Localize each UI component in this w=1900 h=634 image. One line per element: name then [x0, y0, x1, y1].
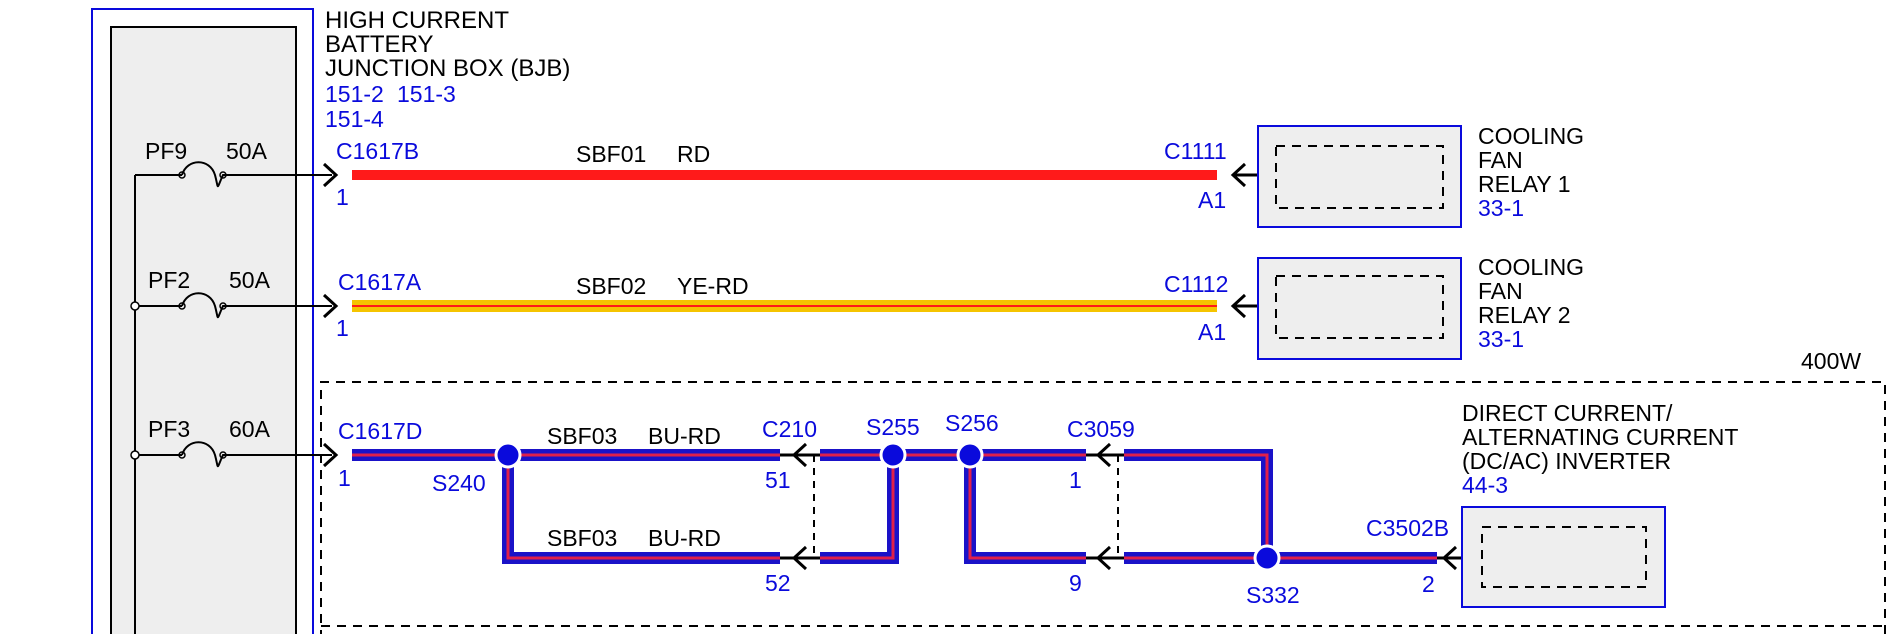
inverter-inner: [1481, 526, 1647, 588]
connector-c3059-pin-upper: 1: [1069, 467, 1082, 493]
connector-c210-label[interactable]: C210: [762, 416, 817, 442]
connector-c1617b-pin: 1: [336, 184, 349, 210]
c3059-upper-arrow: [1086, 442, 1124, 468]
inverter-page-ref[interactable]: 44-3: [1462, 472, 1508, 498]
splice-s256[interactable]: [956, 441, 984, 469]
inline-connector-links: [813, 455, 1119, 558]
bjb-title-line3: JUNCTION BOX (BJB): [325, 55, 570, 82]
splice-s256-label: S256: [945, 410, 999, 436]
fuse-pf3: PF3 60A: [130, 416, 332, 468]
relay-2-inner: [1275, 275, 1444, 339]
wire-sbf03-upper-color: BU-RD: [648, 423, 721, 449]
inverter-title-line2: ALTERNATING CURRENT: [1462, 424, 1738, 450]
bjb-title-line1: HIGH CURRENT: [325, 7, 509, 34]
c1617d-arrow: [322, 442, 339, 468]
connector-c1617b-label[interactable]: C1617B: [336, 138, 419, 164]
option-region-label: 400W: [1801, 348, 1861, 374]
option-region-400w: 400W: [320, 348, 1886, 634]
connector-c1617d-pin: 1: [338, 465, 351, 491]
bjb-page-ref-1[interactable]: 151-2: [325, 81, 384, 107]
fuse-pf9-rating: 50A: [226, 138, 268, 164]
connector-c3502b-pin: 2: [1422, 571, 1435, 597]
option-region-border: [320, 381, 1886, 634]
relay-1-outer[interactable]: [1257, 125, 1462, 228]
connector-c3502b-label[interactable]: C3502B: [1366, 515, 1449, 541]
relay-2-title-line1: COOLING: [1478, 254, 1584, 280]
splice-s255[interactable]: [879, 441, 907, 469]
battery-junction-box: [91, 8, 314, 634]
fuse-pf9: PF9 50A: [135, 138, 332, 188]
splice-s332-label: S332: [1246, 582, 1300, 608]
circuit-sbf01[interactable]: C1617B 1 SBF01 RD C1111 A1: [336, 138, 1275, 213]
connector-c1617d-label[interactable]: C1617D: [338, 418, 422, 444]
fuse-pf3-name: PF3: [148, 416, 190, 442]
relay-1-page-ref[interactable]: 33-1: [1478, 195, 1524, 221]
cooling-fan-relay-2[interactable]: COOLING FAN RELAY 2 33-1: [1257, 254, 1584, 360]
circuit-sbf03[interactable]: [352, 449, 1437, 564]
relay-1-inner: [1275, 145, 1444, 209]
wire-sbf02-color: YE-RD: [677, 273, 749, 299]
wire-sbf03-upper-circuit: SBF03: [547, 423, 617, 449]
wire-sbf01-color: RD: [677, 141, 710, 167]
cooling-fan-relay-1[interactable]: COOLING FAN RELAY 1 33-1: [1257, 123, 1584, 228]
connector-c3059-label[interactable]: C3059: [1067, 416, 1135, 442]
bjb-title: HIGH CURRENT BATTERY JUNCTION BOX (BJB) …: [325, 7, 570, 132]
splice-s240-label: S240: [432, 470, 486, 496]
relay-2-page-ref[interactable]: 33-1: [1478, 326, 1524, 352]
relay-1-title-line2: FAN: [1478, 147, 1523, 173]
relay-2-outer[interactable]: [1257, 257, 1462, 360]
connector-c1112-pin: A1: [1198, 319, 1226, 345]
bjb-connector-arrows: [322, 162, 339, 468]
c1617a-arrow: [322, 293, 339, 319]
wire-sbf02-circuit: SBF02: [576, 273, 646, 299]
connector-c1112-label[interactable]: C1112: [1164, 271, 1228, 297]
bjb-inner-box: [110, 26, 297, 634]
circuit-sbf03-labels: C1617D 1 S240 SBF03 BU-RD SBF03 BU-RD C2…: [338, 410, 1449, 608]
connector-c1617a-label[interactable]: C1617A: [338, 269, 422, 295]
fuse-pf3-symbol: [135, 441, 332, 468]
bjb-page-ref-3[interactable]: 151-4: [325, 106, 384, 132]
fuse-pf9-name: PF9: [145, 138, 187, 164]
c1617b-arrow: [322, 162, 339, 188]
c210-upper-arrow: [780, 442, 820, 468]
dc-ac-inverter[interactable]: DIRECT CURRENT/ ALTERNATING CURRENT (DC/…: [1461, 400, 1738, 608]
connector-c1111-pin: A1: [1198, 187, 1226, 213]
relay-1-title-line3: RELAY 1: [1478, 171, 1570, 197]
wire-sbf03-lower-color: BU-RD: [648, 525, 721, 551]
inverter-title-line3: (DC/AC) INVERTER: [1462, 448, 1671, 474]
wire-sbf01-circuit: SBF01: [576, 141, 646, 167]
c210-lower-arrow: [780, 545, 820, 571]
splice-s332[interactable]: [1253, 544, 1281, 572]
bjb-page-ref-2[interactable]: 151-3: [397, 81, 456, 107]
fuse-pf2-symbol: [135, 292, 332, 319]
inverter-title-line1: DIRECT CURRENT/: [1462, 400, 1673, 426]
wire-sbf03-lower-circuit: SBF03: [547, 525, 617, 551]
inverter-outer[interactable]: [1461, 506, 1666, 608]
relay-2-title-line2: FAN: [1478, 278, 1523, 304]
fuse-pf2-rating: 50A: [229, 267, 271, 293]
connector-c210-pin-lower: 52: [765, 570, 791, 596]
splice-s255-label: S255: [866, 414, 920, 440]
wire-sbf01[interactable]: [352, 170, 1217, 180]
wire-sbf03-stripe: [352, 453, 1437, 560]
fuse-pf3-rating: 60A: [229, 416, 271, 442]
connector-c3059-pin-lower: 9: [1069, 570, 1082, 596]
fuse-pf2-name: PF2: [148, 267, 190, 293]
fuse-pf2: PF2 50A: [130, 267, 332, 319]
relay-1-title-line1: COOLING: [1478, 123, 1584, 149]
circuit-sbf02[interactable]: C1617A 1 SBF02 YE-RD C1112 A1: [336, 269, 1275, 345]
connector-c1617a-pin: 1: [336, 315, 349, 341]
splices[interactable]: [494, 441, 1281, 572]
bjb-outer-border: [91, 8, 314, 634]
bjb-title-line2: BATTERY: [325, 31, 433, 58]
c3059-lower-arrow: [1086, 545, 1124, 571]
splice-s240[interactable]: [494, 441, 522, 469]
relay-2-title-line3: RELAY 2: [1478, 302, 1570, 328]
fuse-pf9-symbol: [135, 161, 332, 188]
connector-c1111-label[interactable]: C1111: [1164, 138, 1227, 164]
connector-c210-pin-upper: 51: [765, 467, 791, 493]
